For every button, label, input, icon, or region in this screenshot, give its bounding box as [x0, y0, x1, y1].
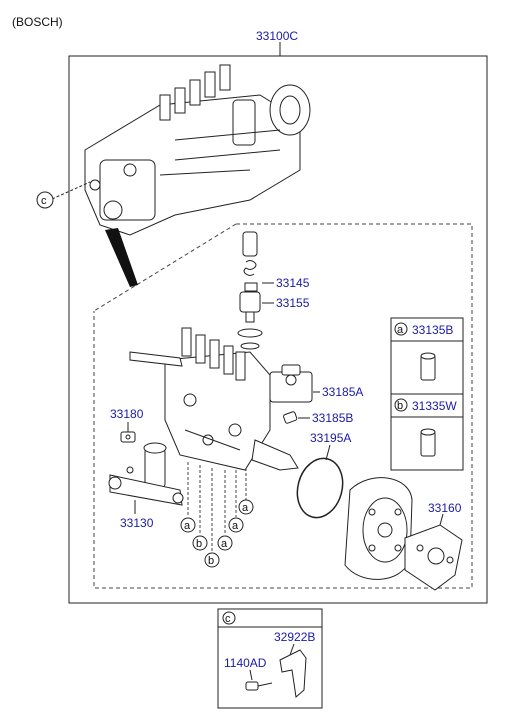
label-33195A: 33195A — [310, 431, 351, 445]
callout-c-circle — [36, 191, 54, 209]
callout-c-leader — [51, 181, 91, 200]
label-33145: 33145 — [276, 276, 310, 290]
view-connector-wedge — [105, 228, 138, 287]
callout-drop-lines — [187, 462, 247, 552]
legend-b-callout: b — [397, 400, 403, 412]
exploded-region — [93, 223, 473, 589]
o-ring-part — [296, 457, 344, 519]
outer-frame — [68, 55, 488, 604]
label-33185B: 33185B — [312, 411, 353, 425]
brand-label: (BOSCH) — [12, 15, 63, 29]
label-1140AD: 1140AD — [224, 656, 267, 670]
callout-b-2: b — [204, 552, 220, 568]
pump-assembly-drawing — [84, 64, 311, 236]
callout-b-1: b — [192, 535, 208, 551]
legend-a-callout: a — [397, 324, 404, 336]
label-32922B: 32922B — [274, 630, 315, 644]
label-31335W: 31335W — [412, 399, 457, 413]
sealing-plug-part — [283, 411, 298, 424]
svg-text:a: a — [242, 502, 249, 514]
svg-text:b: b — [196, 538, 202, 550]
hand-pump-part — [108, 442, 184, 506]
label-33155: 33155 — [276, 296, 310, 310]
label-33135B: 33135B — [412, 323, 453, 337]
leader-33160 — [439, 513, 444, 526]
delivery-valve-parts — [237, 231, 263, 350]
svg-text:a: a — [184, 520, 191, 532]
svg-text:b: b — [208, 555, 214, 567]
label-33180: 33180 — [110, 407, 144, 421]
callout-c-text: c — [41, 195, 47, 207]
legend-panel: a 33135B b 31335W — [390, 317, 464, 471]
label-33100C: 33100C — [256, 29, 298, 43]
detail-c-panel: c 32922B 1140AD — [217, 608, 323, 709]
solenoid-part — [269, 364, 313, 403]
leader-33195A — [325, 444, 331, 461]
label-33160: 33160 — [428, 501, 462, 515]
svg-text:a: a — [232, 520, 239, 532]
detail-c-callout: c — [225, 613, 231, 625]
injection-pump-body — [129, 327, 299, 471]
svg-text:a: a — [221, 538, 228, 550]
label-33185A: 33185A — [322, 385, 363, 399]
bracket-part — [120, 431, 136, 443]
coupling-part — [344, 477, 463, 591]
callout-a-3: a — [228, 517, 244, 533]
callout-a-1: a — [180, 517, 196, 533]
callout-a-4: a — [238, 499, 254, 515]
label-33130: 33130 — [120, 516, 154, 530]
callout-a-2: a — [217, 535, 233, 551]
